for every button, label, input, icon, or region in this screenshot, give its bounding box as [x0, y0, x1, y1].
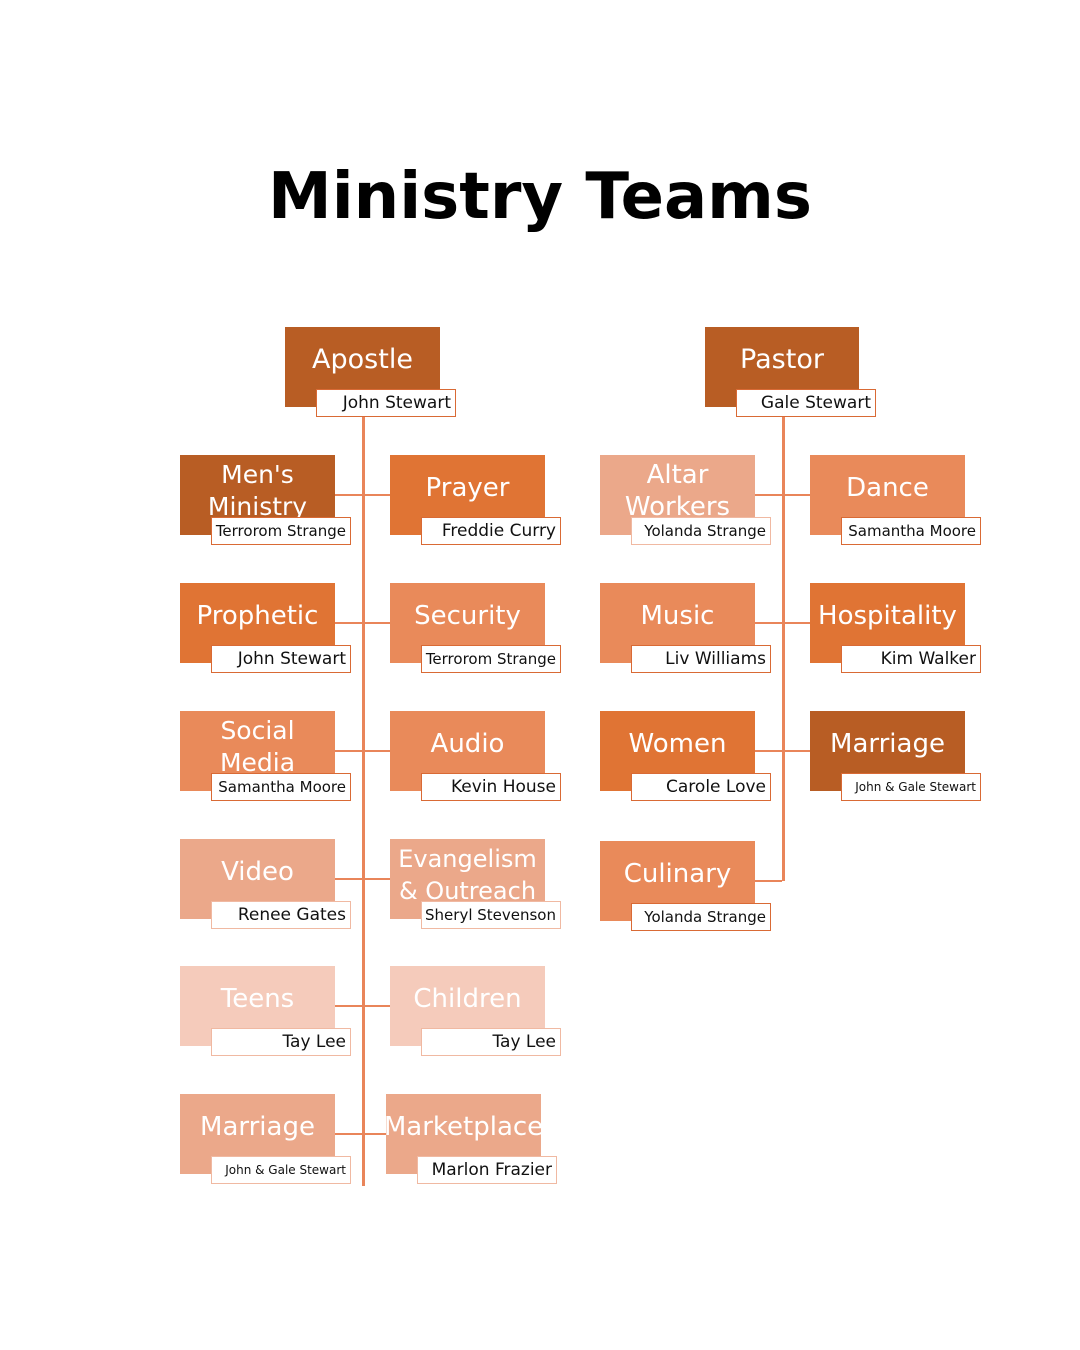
- connector-branch: [755, 750, 782, 752]
- team-role-label: Apostle: [312, 344, 413, 375]
- connector-branch: [365, 878, 390, 880]
- connector-branch: [335, 622, 362, 624]
- team-role-label: Prayer: [425, 473, 510, 503]
- team-leader-name: Yolanda Strange: [631, 903, 771, 931]
- connector-branch: [755, 494, 782, 496]
- team-role-label: Marriage: [200, 1112, 315, 1142]
- connector-branch: [335, 1005, 362, 1007]
- team-role-label: Children: [413, 984, 522, 1014]
- team-role-label: Marriage: [830, 729, 945, 759]
- team-role: Evangelism & Outreach: [390, 839, 545, 919]
- team-leader-name: Carole Love: [631, 773, 771, 801]
- team-role-label: Women: [628, 729, 727, 759]
- team-role-label: Pastor: [740, 344, 824, 375]
- connector-branch: [335, 494, 362, 496]
- team-role-label: Culinary: [623, 859, 732, 889]
- team-leader-name: Renee Gates: [211, 901, 351, 929]
- team-role-label: Hospitality: [818, 601, 957, 631]
- team-leader-name: Tay Lee: [211, 1028, 351, 1056]
- team-role-label: Men's Ministry: [207, 460, 308, 521]
- team-role-label: Dance: [846, 473, 929, 503]
- team-role-label: Altar Workers: [624, 460, 731, 522]
- connector-branch: [755, 880, 782, 882]
- connector-spine: [362, 416, 365, 1186]
- connector-branch: [365, 750, 390, 752]
- team-role-label: Video: [221, 857, 294, 887]
- connector-branch: [365, 622, 390, 624]
- connector-branch: [365, 494, 390, 496]
- connector-branch: [785, 494, 810, 496]
- team-leader-name: John Stewart: [316, 389, 456, 417]
- team-role-label: Teens: [220, 984, 295, 1014]
- connector-branch: [785, 622, 810, 624]
- connector-branch: [755, 622, 782, 624]
- connector-branch: [335, 750, 362, 752]
- team-leader-name: Marlon Frazier: [417, 1156, 557, 1184]
- team-role-label: Social Media: [219, 716, 296, 777]
- team-role-label: Music: [640, 601, 715, 631]
- connector-branch: [335, 1133, 362, 1135]
- team-leader-name: Tay Lee: [421, 1028, 561, 1056]
- team-role-label: Security: [414, 601, 521, 631]
- team-leader-name: John & Gale Stewart: [211, 1156, 351, 1184]
- team-leader-name: Liv Williams: [631, 645, 771, 673]
- team-leader-name: Samantha Moore: [841, 517, 981, 545]
- team-leader-name: Terrorom Strange: [211, 517, 351, 545]
- connector-branch: [365, 1005, 390, 1007]
- team-role-label: Prophetic: [196, 601, 319, 631]
- team-leader-name: Sheryl Stevenson: [421, 901, 561, 929]
- team-leader-name: Freddie Curry: [421, 517, 561, 545]
- connector-spine: [782, 416, 785, 881]
- connector-branch: [365, 1133, 386, 1135]
- team-leader-name: John Stewart: [211, 645, 351, 673]
- team-leader-name: Kim Walker: [841, 645, 981, 673]
- team-leader-name: Yolanda Strange: [631, 517, 771, 545]
- team-leader-name: Kevin House: [421, 773, 561, 801]
- team-leader-name: Samantha Moore: [211, 773, 351, 801]
- team-leader-name: Terrorom Strange: [421, 645, 561, 673]
- team-leader-name: John & Gale Stewart: [841, 773, 981, 801]
- team-role-label: Evangelism & Outreach: [398, 845, 537, 905]
- page-title: Ministry Teams: [268, 160, 812, 234]
- connector-branch: [785, 750, 810, 752]
- connector-branch: [335, 878, 362, 880]
- team-role-label: Audio: [430, 729, 505, 759]
- team-role-label: Marketplace: [386, 1112, 541, 1142]
- team-role: Men's Ministry: [180, 455, 335, 535]
- team-leader-name: Gale Stewart: [736, 389, 876, 417]
